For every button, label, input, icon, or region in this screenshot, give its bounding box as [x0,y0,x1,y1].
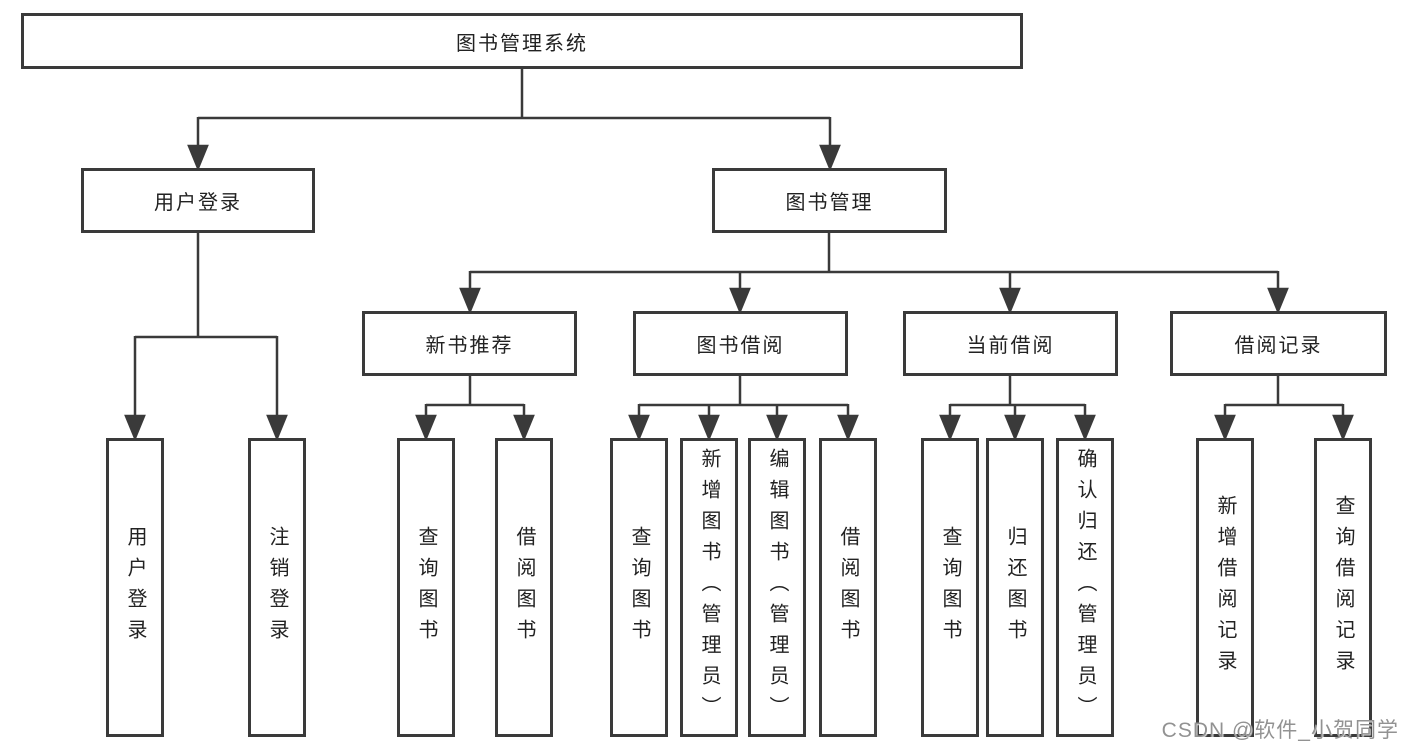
node-new-book-recommend: 新书推荐 [362,311,577,376]
leaf-query-books-current: 查询图书 [921,438,979,737]
node-current-borrowing: 当前借阅 [903,311,1118,376]
leaf-borrow-books-borrowing: 借阅图书 [819,438,877,737]
leaf-query-books-borrowing: 查询图书 [610,438,668,737]
leaf-add-book-admin: 新增图书（管理员） [680,438,738,737]
csdn-watermark: CSDN @软件_小贺同学 [1161,719,1399,742]
leaf-query-borrow-record: 查询借阅记录 [1314,438,1372,737]
node-book-borrowing: 图书借阅 [633,311,848,376]
leaf-add-borrow-record: 新增借阅记录 [1196,438,1254,737]
node-user-login: 用户登录 [81,168,315,233]
leaf-query-books-recommend: 查询图书 [397,438,455,737]
leaf-edit-book-admin: 编辑图书（管理员） [748,438,806,737]
leaf-confirm-return-admin: 确认归还（管理员） [1056,438,1114,737]
leaf-logout: 注销登录 [248,438,306,737]
node-library-system: 图书管理系统 [21,13,1023,69]
leaf-borrow-books-recommend: 借阅图书 [495,438,553,737]
node-book-management: 图书管理 [712,168,947,233]
leaf-return-books: 归还图书 [986,438,1044,737]
leaf-user-login: 用户登录 [106,438,164,737]
node-borrowing-records: 借阅记录 [1170,311,1387,376]
